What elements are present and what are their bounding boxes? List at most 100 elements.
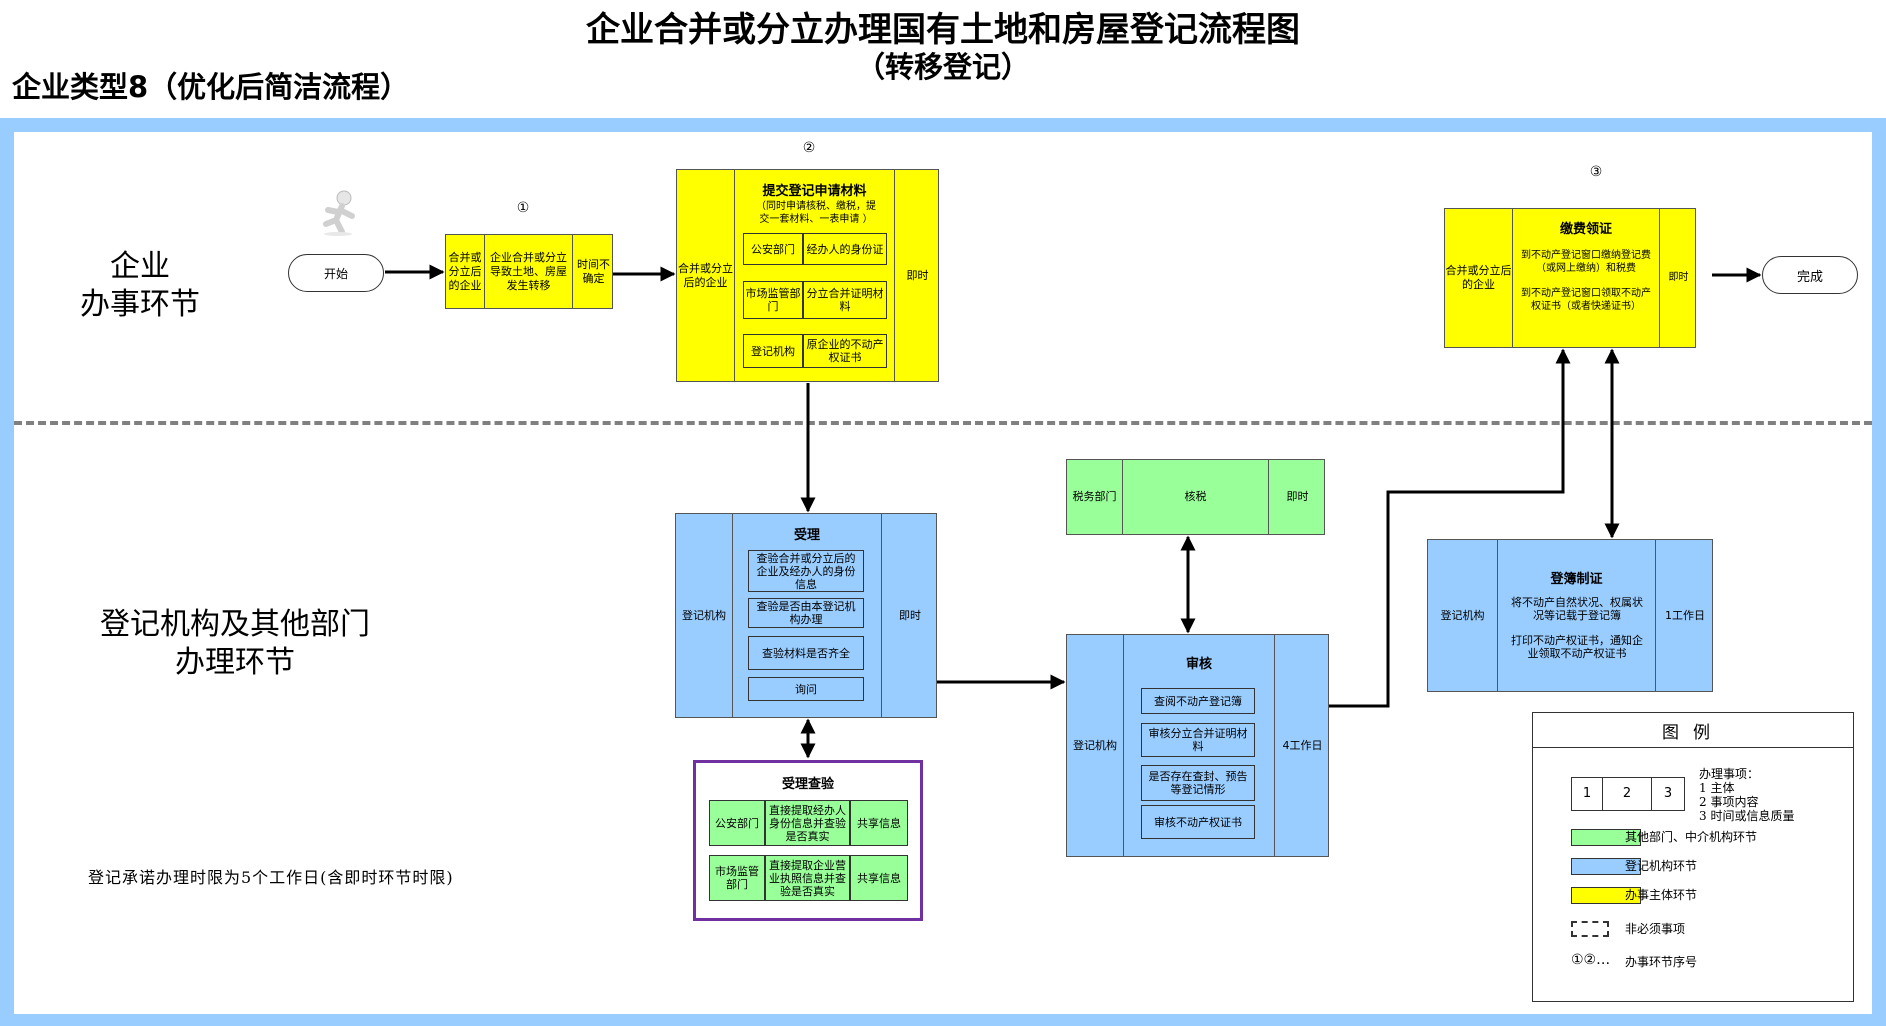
step3-heading: 缴费领证	[1559, 222, 1612, 237]
step2-item-1: 经办人的身份证	[803, 233, 887, 265]
register-box: 登记机构 1工作日 登簿制证 将不动产自然状况、权属状况等记载于登记簿 打印不动…	[1427, 539, 1713, 692]
start-terminal: 开始	[288, 254, 384, 292]
step3-subject: 合并或分立后的企业	[1445, 264, 1512, 291]
verify-box: 受理查验 公安部门 直接提取经办人身份信息并查验是否真实 共享信息 市场监管部门…	[693, 760, 923, 921]
step3-content: 缴费领证 到不动产登记窗口缴纳登记费（或网上缴纳）和税费 到不动产登记窗口领取不…	[1512, 209, 1659, 347]
time-limit-note: 登记承诺办理时限为5个工作日(含即时环节时限)	[88, 868, 454, 887]
verify-mode-1: 共享信息	[850, 800, 908, 846]
legend-cell-2: 2	[1602, 778, 1652, 810]
register-heading: 登簿制证	[1550, 572, 1603, 587]
step2-dept-2: 市场监管部门	[743, 281, 803, 319]
legend-swatch-green	[1571, 829, 1641, 846]
verify-item-2: 直接提取企业营业执照信息并查验是否真实	[765, 855, 850, 901]
accept-heading: 受理	[793, 528, 820, 543]
page-title: 企业合并或分立办理国有土地和房屋登记流程图	[586, 10, 1300, 50]
runner-icon	[323, 190, 355, 236]
accept-item-1: 查验合并或分立后的企业及经办人的身份信息	[748, 550, 864, 592]
step3-line-2: 到不动产登记窗口领取不动产权证书（或者快递证书）	[1521, 288, 1651, 312]
diagram-frame	[0, 118, 1886, 1026]
accept-box: 登记机构 即时 受理 查验合并或分立后的企业及经办人的身份信息 查验是否由本登记…	[675, 513, 937, 718]
review-box: 登记机构 4工作日 审核 查阅不动产登记簿 审核分立合并证明材料 是否存在查封、…	[1066, 634, 1329, 857]
step1-box: 合并或分立后的企业 企业合并或分立导致土地、房屋发生转移 时间不确定	[445, 234, 613, 309]
step2-item-2: 分立合并证明材料	[803, 281, 887, 319]
tax-time: 即时	[1268, 460, 1326, 534]
legend-dashed-symbol	[1571, 921, 1609, 937]
step2-dept-1: 公安部门	[743, 233, 803, 265]
lane-divider	[14, 421, 1872, 425]
review-item-1: 查阅不动产登记簿	[1141, 688, 1255, 714]
legend-cells-desc: 办理事项： 1 主体 2 事项内容 3 时间或信息质量	[1699, 767, 1794, 823]
review-item-3: 是否存在查封、预告等登记情形	[1141, 765, 1255, 801]
legend-swatch-blue	[1571, 858, 1641, 875]
lane-label-line: 办理环节	[175, 645, 295, 680]
legend-desc-line: 办理事项：	[1699, 767, 1760, 781]
accept-item-3: 查验材料是否齐全	[748, 636, 864, 670]
verify-mode-2: 共享信息	[850, 855, 908, 901]
accept-item-4: 询问	[748, 677, 864, 701]
step2-dept-3: 登记机构	[743, 334, 803, 368]
page-subtitle: （转移登记）	[855, 50, 1030, 84]
step3-time: 即时	[1659, 209, 1697, 347]
lane-label-enterprise: 企业 办事环节	[60, 248, 220, 324]
register-content: 登簿制证 将不动产自然状况、权属状况等记载于登记簿 打印不动产权证书，通知企业领…	[1497, 540, 1655, 691]
legend-dashed-label: 非必须事项	[1625, 922, 1686, 936]
step2-subject: 合并或分立后的企业	[678, 261, 733, 289]
legend-cell-3: 3	[1663, 786, 1673, 801]
tax-content: 核税	[1122, 460, 1268, 534]
finish-terminal: 完成	[1762, 256, 1858, 294]
lane-label-line: 登记机构及其他部门	[100, 607, 370, 642]
accept-time: 即时	[881, 514, 938, 717]
legend-seq-label: 办事环节序号	[1625, 955, 1698, 969]
step2-heading: 提交登记申请材料	[762, 184, 867, 199]
step2-item-3: 原企业的不动产权证书	[803, 334, 887, 368]
review-content: 审核 查阅不动产登记簿 审核分立合并证明材料 是否存在查封、预告等登记情形 审核…	[1123, 635, 1274, 856]
review-heading: 审核	[1185, 657, 1212, 672]
verify-item-1: 直接提取经办人身份信息并查验是否真实	[765, 800, 850, 846]
legend-label-text: 办事主体环节	[1625, 888, 1698, 902]
legend: 图例 1 2 3 办理事项： 1 主体 2 事项内容 3 时间或信息质量 其他部…	[1532, 712, 1854, 1002]
register-subject: 登记机构	[1440, 608, 1485, 622]
step2-content: 提交登记申请材料 （同时申请核税、缴税，提交一套材料、一表申请 ） 公安部门 经…	[734, 170, 894, 381]
legend-label-text: 登记机构环节	[1625, 859, 1698, 873]
legend-desc-line: 2 事项内容	[1699, 795, 1759, 809]
lane-label-line: 企业	[110, 249, 170, 284]
tax-dept: 税务部门	[1072, 490, 1117, 503]
step2-box: 合并或分立后的企业 即时 提交登记申请材料 （同时申请核税、缴税，提交一套材料、…	[676, 169, 939, 382]
accept-subject: 登记机构	[682, 608, 726, 622]
register-line-1: 将不动产自然状况、权属状况等记载于登记簿	[1511, 596, 1643, 622]
step-number-3: ③	[1589, 164, 1603, 180]
register-time: 1工作日	[1655, 540, 1714, 691]
step1-time: 时间不确定	[572, 235, 614, 308]
review-item-2: 审核分立合并证明材料	[1141, 723, 1255, 757]
verify-heading: 受理查验	[781, 777, 834, 792]
legend-title: 图例	[1533, 713, 1853, 748]
verify-dept-2: 市场监管部门	[709, 855, 765, 901]
review-item-4: 审核不动产权证书	[1141, 805, 1255, 839]
lane-label-agency: 登记机构及其他部门 办理环节	[60, 606, 410, 682]
legend-swatch-yellow	[1571, 887, 1641, 904]
step1-subject: 合并或分立后的企业	[448, 250, 482, 292]
enterprise-type-label: 企业类型8（优化后简洁流程）	[12, 70, 410, 104]
step2-subheading: （同时申请核税、缴税，提交一套材料、一表申请 ）	[756, 201, 876, 225]
tax-box: 税务部门 核税 即时	[1066, 459, 1325, 535]
review-subject: 登记机构	[1073, 738, 1117, 752]
legend-cell-1: 1	[1582, 786, 1592, 801]
lane-label-line: 办事环节	[80, 287, 200, 322]
step-number-1: ①	[516, 200, 530, 216]
verify-dept-1: 公安部门	[709, 800, 765, 846]
arrow-review-step3	[1329, 348, 1571, 708]
accept-content: 受理 查验合并或分立后的企业及经办人的身份信息 查验是否由本登记机构办理 查验材…	[732, 514, 881, 717]
step-number-2: ②	[802, 140, 816, 156]
step1-content: 企业合并或分立导致土地、房屋发生转移	[484, 235, 572, 308]
legend-desc-line: 3 时间或信息质量	[1699, 809, 1795, 823]
step2-time: 即时	[894, 170, 940, 381]
step3-line-1: 到不动产登记窗口缴纳登记费（或网上缴纳）和税费	[1521, 250, 1651, 274]
review-time: 4工作日	[1274, 635, 1330, 856]
legend-desc-line: 1 主体	[1699, 781, 1735, 795]
accept-item-2: 查验是否由本登记机构办理	[748, 598, 864, 628]
legend-label-text: 其他部门、中介机构环节	[1625, 830, 1758, 844]
step3-box: 合并或分立后的企业 即时 缴费领证 到不动产登记窗口缴纳登记费（或网上缴纳）和税…	[1444, 208, 1696, 348]
register-line-2: 打印不动产权证书，通知企业领取不动产权证书	[1511, 634, 1643, 660]
legend-cells: 1 2 3	[1571, 777, 1685, 811]
